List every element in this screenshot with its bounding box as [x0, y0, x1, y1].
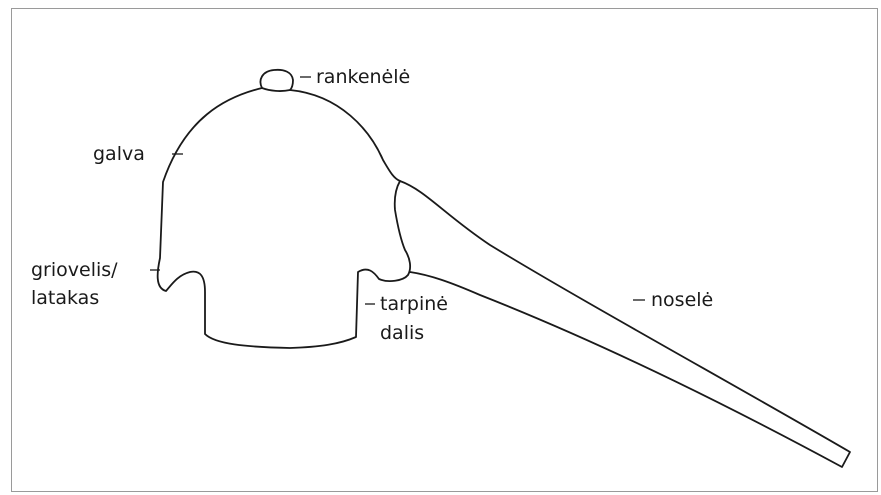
middle-label-line1: tarpinė: [380, 293, 448, 315]
groove-label-line2: latakas: [31, 287, 99, 309]
handle-shape: [259, 68, 294, 92]
head-label: galva: [93, 143, 145, 165]
tool-body-outline: [156, 87, 851, 468]
middle-label-line2: dalis: [380, 322, 424, 344]
groove-label-line1: griovelis/: [31, 259, 118, 281]
nozzle-label: noselė: [651, 289, 713, 311]
head-top-arc: [289, 89, 401, 182]
handle-label: rankenėlė: [316, 66, 410, 88]
diagram-frame: [11, 8, 878, 492]
